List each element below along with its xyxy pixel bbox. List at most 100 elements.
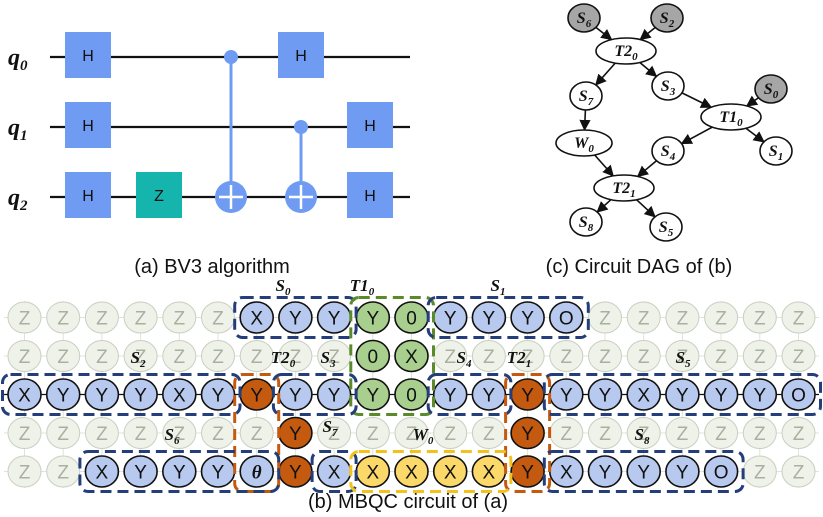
svg-text:Y: Y [328, 386, 341, 407]
svg-text:Z: Z [793, 424, 805, 445]
mbqc-node: Y [471, 378, 507, 411]
qubit-label-2: q2 [8, 185, 28, 214]
svg-text:Z: Z [19, 347, 31, 368]
group-box-s2 [1, 373, 242, 416]
svg-text:H: H [364, 118, 376, 135]
group-box-w0 [349, 450, 513, 493]
mbqc-node: Z [665, 340, 700, 372]
svg-text:Y: Y [57, 386, 70, 407]
mbqc-node: Z [84, 301, 119, 334]
svg-text:S3: S3 [661, 78, 676, 98]
mbqc-node: Z [123, 417, 158, 449]
svg-text:Y: Y [560, 386, 573, 407]
svg-text:Z: Z [57, 463, 69, 484]
svg-text:Y: Y [289, 309, 302, 330]
svg-text:Y: Y [676, 463, 689, 484]
mbqc-node: Z [704, 301, 739, 334]
svg-text:0: 0 [406, 309, 417, 330]
svg-text:Z: Z [638, 309, 650, 330]
svg-text:S5: S5 [659, 219, 674, 239]
mbqc-node: 0 [355, 339, 391, 373]
qubit-label-1: q1 [8, 115, 28, 144]
control-dot [224, 50, 238, 64]
svg-text:Y: Y [366, 309, 379, 330]
mbqc-node: Z [549, 340, 584, 372]
region-label: W0 [413, 425, 434, 447]
svg-text:Z: Z [715, 424, 727, 445]
mbqc-node: Y [355, 378, 391, 411]
svg-text:Y: Y [753, 386, 766, 407]
svg-text:O: O [791, 386, 806, 407]
mbqc-node: Y [239, 378, 275, 411]
mbqc-node: θ [239, 455, 275, 488]
svg-text:X: X [560, 463, 573, 484]
region-label: T21 [507, 348, 531, 370]
svg-text:Y: Y [599, 386, 612, 407]
mbqc-node: Z [7, 455, 42, 488]
mbqc-node: Y [200, 455, 236, 488]
cnot-gate-q0-q2 [215, 50, 247, 213]
svg-text:Y: Y [444, 386, 457, 407]
mbqc-node: Y [510, 416, 545, 450]
svg-text:Z: Z [290, 347, 302, 368]
svg-text:Z: Z [599, 309, 611, 330]
mbqc-node: X [162, 378, 197, 411]
mbqc-node: Z [781, 301, 816, 334]
group-box-s8 [542, 450, 745, 493]
svg-text:0: 0 [368, 347, 379, 368]
svg-text:Y: Y [521, 386, 534, 407]
svg-text:Y: Y [328, 309, 341, 330]
svg-text:Y: Y [483, 309, 496, 330]
svg-text:Z: Z [599, 347, 611, 368]
svg-text:Z: Z [57, 424, 69, 445]
svg-text:S4: S4 [661, 143, 676, 163]
svg-text:X: X [96, 463, 109, 484]
dag-edge [639, 26, 656, 41]
svg-text:Z: Z [154, 188, 164, 205]
mbqc-node: Z [704, 340, 739, 372]
svg-text:Z: Z [96, 347, 108, 368]
svg-text:Z: Z [754, 424, 766, 445]
mbqc-node: Y [703, 378, 739, 411]
mbqc-node: Y [510, 455, 545, 488]
svg-text:Z: Z [173, 424, 185, 445]
svg-text:S8: S8 [579, 214, 594, 234]
mbqc-node: X [471, 455, 507, 488]
svg-text:Z: Z [715, 347, 727, 368]
mbqc-node: Z [46, 340, 81, 372]
mbqc-node: Z [239, 417, 274, 449]
svg-text:Y: Y [173, 463, 186, 484]
dag-node-t20: T20 [595, 37, 657, 65]
mbqc-node: Y [316, 378, 352, 411]
svg-text:Y: Y [599, 463, 612, 484]
region-label: S1 [491, 276, 506, 298]
svg-text:Z: Z [793, 309, 805, 330]
cnot-gate-q1-q2 [285, 120, 317, 213]
h-gate: H [65, 172, 111, 218]
svg-text:Y: Y [521, 424, 534, 445]
svg-text:Y: Y [676, 386, 689, 407]
svg-text:X: X [328, 463, 341, 484]
svg-text:Z: Z [96, 424, 108, 445]
svg-text:Z: Z [560, 424, 572, 445]
dag-node-s4: S4 [651, 136, 685, 166]
mbqc-node: Z [84, 417, 119, 449]
mbqc-node: Y [162, 455, 197, 488]
mbqc-node: Z [123, 301, 158, 334]
mbqc-node: Z [201, 340, 235, 372]
group-box-s0 [233, 296, 358, 339]
mbqc-node: Z [665, 417, 700, 449]
mbqc-node: O [548, 301, 584, 334]
dag-node-s7: S7 [569, 81, 603, 111]
region-label: S3 [321, 348, 336, 370]
qubit-label-0: q0 [8, 45, 28, 74]
svg-text:Y: Y [366, 386, 379, 407]
dag-edge [594, 154, 614, 177]
svg-text:Y: Y [212, 463, 225, 484]
mbqc-node: X [7, 378, 42, 411]
mbqc-node: Z [433, 340, 468, 372]
region-label: S4 [457, 348, 472, 370]
mbqc-node: X [626, 378, 662, 411]
svg-text:Z: Z [57, 347, 69, 368]
